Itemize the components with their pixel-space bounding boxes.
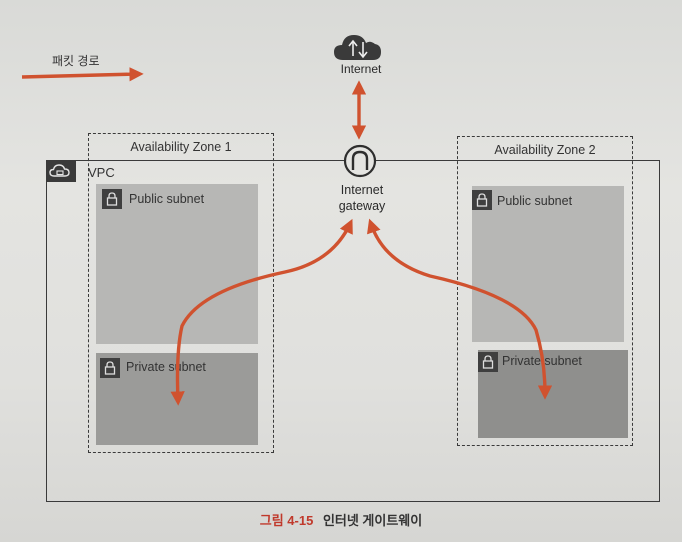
- gateway-label-line1: Internet: [340, 183, 384, 197]
- az2-label: Availability Zone 2: [494, 143, 596, 157]
- gateway-label-line2: gateway: [338, 199, 386, 213]
- az1-label: Availability Zone 1: [130, 140, 232, 154]
- legend-arrow: [21, 67, 144, 82]
- figure-number: 그림 4-15: [259, 513, 314, 528]
- lock-icon: [102, 189, 122, 209]
- internet-label: Internet: [340, 62, 382, 76]
- arrow-to-private-subnet-2: [367, 218, 553, 400]
- figure-caption: 그림 4-15 인터넷 게이트웨이: [0, 510, 682, 529]
- gateway-icon: [343, 144, 377, 178]
- vpc-cloud-icon: [46, 160, 76, 182]
- gateway-label: Internet gateway: [322, 182, 402, 214]
- public-subnet-1-label: Public subnet: [129, 192, 205, 206]
- public-subnet-2-label: Public subnet: [497, 194, 573, 208]
- lock-icon: [100, 358, 120, 378]
- cloud-icon: [334, 35, 381, 60]
- legend-label: 패킷 경로: [52, 54, 100, 68]
- lock-icon: [472, 190, 492, 210]
- figure-title: 인터넷 게이트웨이: [322, 513, 423, 528]
- vpc-label: VPC: [88, 165, 115, 180]
- arrow-to-private-subnet-1: [170, 218, 353, 406]
